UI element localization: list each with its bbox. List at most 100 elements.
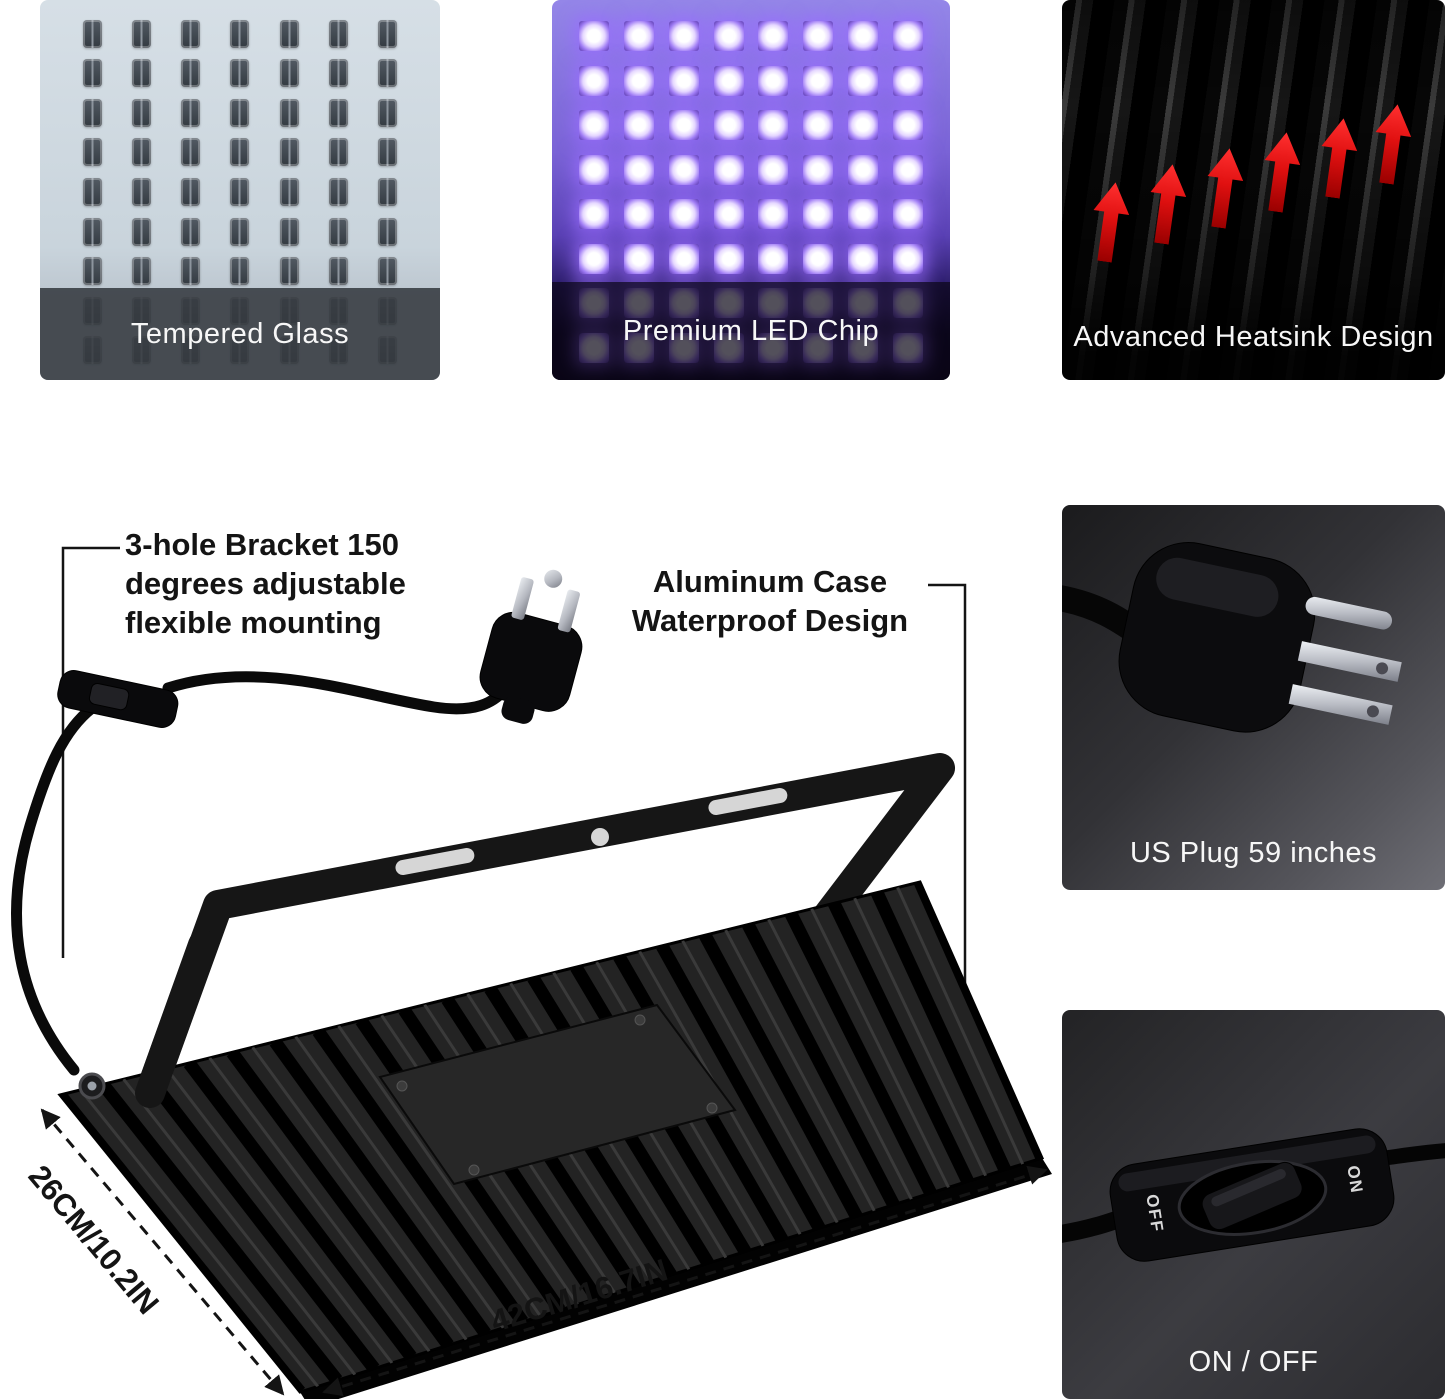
- heatsink-caption-band: Advanced Heatsink Design: [1062, 294, 1445, 380]
- feature-panel-heatsink: Advanced Heatsink Design: [1062, 0, 1445, 380]
- inline-cord-switch: [57, 670, 179, 728]
- led-chip: [668, 199, 699, 230]
- led-chip: [132, 177, 152, 206]
- led-chip: [803, 154, 834, 185]
- pivot-screw: [87, 1081, 97, 1091]
- rocker-switch: OFF ON: [1109, 1128, 1395, 1262]
- led-chip: [713, 110, 744, 141]
- led-chip: [328, 98, 348, 127]
- led-chip: [377, 19, 397, 48]
- heatsink-fin-highlight: [896, 886, 1025, 1165]
- led-chip: [892, 243, 923, 274]
- led-chip: [279, 217, 299, 246]
- us-plug-photo: [1062, 542, 1402, 733]
- led-chip: [668, 110, 699, 141]
- led-chip: [892, 110, 923, 141]
- led-chip: [132, 138, 152, 167]
- led-chip: [847, 21, 878, 52]
- tempered-glass-caption: Tempered Glass: [130, 317, 350, 350]
- led-chip: [758, 243, 789, 274]
- led-chip: [377, 138, 397, 167]
- led-chip: [279, 19, 299, 48]
- led-chip: [579, 243, 610, 274]
- led-chip: [579, 199, 610, 230]
- heatsink-fin: [871, 889, 1011, 1173]
- plug-body: [1118, 542, 1402, 733]
- led-chip: [377, 217, 397, 246]
- led-chip-caption: Premium LED Chip: [622, 314, 880, 347]
- led-chip: [279, 98, 299, 127]
- bracket-callout: 3-hole Bracket 150 degrees adjustable fl…: [125, 525, 465, 642]
- led-chip: [758, 199, 789, 230]
- tempered-glass-caption-band: Tempered Glass: [40, 288, 440, 380]
- led-chip: [758, 110, 789, 141]
- heat-arrow-icon: [1315, 116, 1362, 200]
- led-chip: [230, 138, 250, 167]
- heatsink-fin-highlight: [810, 908, 950, 1189]
- led-chip: [279, 138, 299, 167]
- led-chip: [377, 98, 397, 127]
- heatsink-fin: [785, 911, 937, 1197]
- led-chip: [132, 59, 152, 88]
- heatsink-fin-highlight: [853, 897, 987, 1177]
- panel-us-plug: US Plug 59 inches: [1062, 505, 1445, 890]
- heat-arrow-icon: [1087, 180, 1134, 264]
- led-chip: [758, 65, 789, 96]
- plug-ground-pin: [1305, 596, 1393, 630]
- led-chip: [328, 138, 348, 167]
- led-chip: [279, 177, 299, 206]
- led-chip: [758, 154, 789, 185]
- led-chip: [377, 257, 397, 286]
- plug-blade: [1288, 684, 1393, 725]
- plug-caption-band: US Plug 59 inches: [1062, 816, 1445, 890]
- led-chip: [132, 257, 152, 286]
- led-chip: [83, 98, 103, 127]
- led-chip: [713, 199, 744, 230]
- led-chip: [579, 110, 610, 141]
- heat-arrow-icon: [1201, 146, 1248, 230]
- led-chip: [847, 65, 878, 96]
- bracket-slot: [395, 847, 475, 876]
- led-chip: [230, 98, 250, 127]
- led-chip: [803, 199, 834, 230]
- bracket-hole: [591, 828, 609, 846]
- led-chip: [803, 243, 834, 274]
- led-chip: [230, 19, 250, 48]
- led-chip: [803, 110, 834, 141]
- heat-arrow-icon: [1258, 130, 1305, 214]
- plate-screw: [468, 1164, 480, 1176]
- switch-on-marking: ON: [1343, 1164, 1366, 1195]
- led-chip: [624, 21, 655, 52]
- led-chip: [328, 19, 348, 48]
- heatsink-fin-highlight: [767, 918, 913, 1200]
- led-chip: [83, 59, 103, 88]
- led-chip: [132, 98, 152, 127]
- switch-caption-band: ON / OFF: [1062, 1325, 1445, 1399]
- floodlight-photo: [11, 546, 1052, 1399]
- feature-panel-led-chip: Premium LED Chip: [552, 0, 950, 380]
- led-chip: [892, 65, 923, 96]
- led-chip: [230, 257, 250, 286]
- led-chip: [181, 257, 201, 286]
- plate-screw: [396, 1080, 408, 1092]
- led-chip: [668, 243, 699, 274]
- led-chip: [83, 257, 103, 286]
- case-callout: Aluminum Case Waterproof Design: [615, 562, 925, 640]
- bracket-callout-line: [61, 546, 120, 958]
- led-chip: [803, 65, 834, 96]
- led-chip: [328, 257, 348, 286]
- led-chip: [847, 110, 878, 141]
- led-chip: [83, 177, 103, 206]
- led-chip: [328, 59, 348, 88]
- led-chip: [132, 217, 152, 246]
- junction-plate: [378, 1003, 737, 1186]
- heat-arrow-icon: [1144, 162, 1191, 246]
- led-chip: [230, 177, 250, 206]
- heatsink-fin: [828, 900, 974, 1185]
- panel-on-off-switch: OFF ON ON / OFF: [1062, 1010, 1445, 1399]
- led-chip: [579, 21, 610, 52]
- led-chip: [713, 243, 744, 274]
- cord-plug: [479, 569, 583, 724]
- led-chip: [713, 154, 744, 185]
